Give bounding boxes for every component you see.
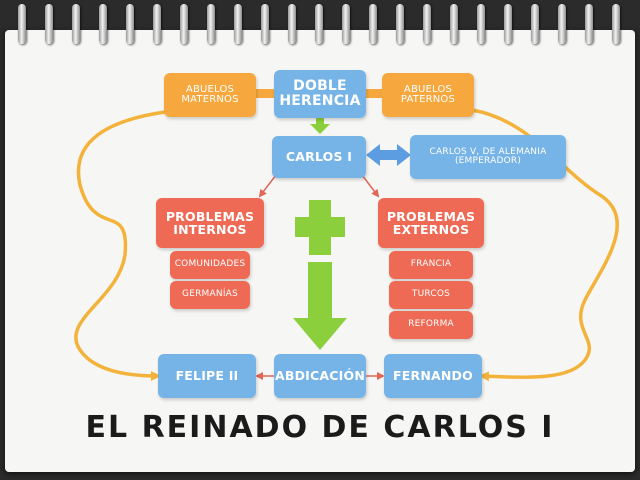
node-abdicacion: ABDICACIÓN (274, 354, 366, 398)
binding-ring (261, 4, 269, 44)
binding-ring (72, 4, 80, 44)
binding-ring (342, 4, 350, 44)
binding-ring (477, 4, 485, 44)
binding-ring (234, 4, 242, 44)
binding-ring (315, 4, 323, 44)
node-francia: FRANCIA (389, 251, 473, 279)
binding-ring (288, 4, 296, 44)
binding-ring (585, 4, 593, 44)
binding-ring (126, 4, 134, 44)
binding-ring (207, 4, 215, 44)
binding-ring (558, 4, 566, 44)
binding-ring (450, 4, 458, 44)
slide-title: EL REINADO DE CARLOS I (85, 410, 555, 445)
binding-ring (180, 4, 188, 44)
node-fernando: FERNANDO (384, 354, 482, 398)
binding-ring (18, 4, 26, 44)
binding-ring (396, 4, 404, 44)
node-carlos-v: CARLOS V, DE ALEMANIA (EMPERADOR) (410, 135, 566, 179)
binding-ring (99, 4, 107, 44)
binding-ring (369, 4, 377, 44)
node-germanias: GERMANÍAS (170, 281, 250, 309)
node-problemas-internos: PROBLEMAS INTERNOS (156, 198, 264, 248)
node-abuelos-maternos: ABUELOS MATERNOS (164, 73, 256, 117)
curve-maternos-to-felipe (74, 110, 166, 381)
node-doble-herencia: DOBLE HERENCIA (274, 70, 366, 118)
node-abuelos-paternos: ABUELOS PATERNOS (382, 73, 474, 117)
binding-ring (153, 4, 161, 44)
node-turcos: TURCOS (389, 281, 473, 309)
connector-maternos (250, 89, 280, 98)
node-carlos-i: CARLOS I (272, 136, 366, 178)
binding-ring (423, 4, 431, 44)
arrow-to-problemas-internos (258, 174, 277, 198)
binding-ring (531, 4, 539, 44)
cross-icon (295, 200, 345, 255)
node-problemas-externos: PROBLEMAS EXTERNOS (378, 198, 484, 248)
double-arrow (366, 144, 411, 166)
node-reforma: REFORMA (389, 311, 473, 339)
binding-ring (45, 4, 53, 44)
green-arrow-shaft (316, 117, 324, 127)
node-felipe-ii: FELIPE II (158, 354, 256, 398)
arrow-to-problemas-externos (361, 174, 380, 198)
node-comunidades: COMUNIDADES (170, 251, 250, 279)
green-arrow-head (310, 124, 330, 134)
binding-ring (504, 4, 512, 44)
binding-ring (612, 4, 620, 44)
big-down-arrow (293, 262, 347, 350)
